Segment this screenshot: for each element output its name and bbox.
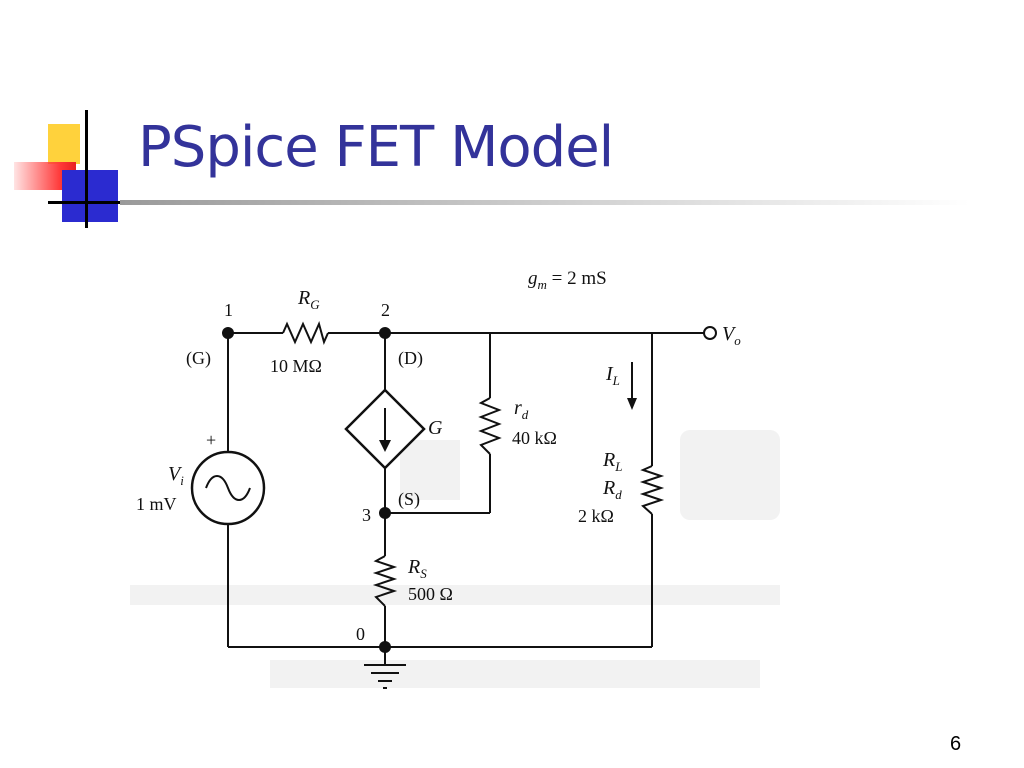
page-number: 6 xyxy=(950,733,962,755)
node-label-3: 3 xyxy=(362,505,371,525)
rs-label: RS xyxy=(407,556,427,581)
scan-ghost xyxy=(130,430,780,688)
node-dot-3 xyxy=(379,507,391,519)
source-plus-sign: + xyxy=(206,430,216,450)
resistor-rs xyxy=(372,555,398,607)
resistor-rg xyxy=(282,321,329,345)
rd-value: 40 kΩ xyxy=(512,428,557,448)
title-decoration-horizontal-line xyxy=(48,201,128,204)
title-underline xyxy=(120,200,970,205)
il-label: IL xyxy=(605,363,620,388)
source-terminal-label: (S) xyxy=(398,489,420,510)
resistor-rd xyxy=(478,397,502,455)
rd-label: rd xyxy=(514,397,529,422)
vo-label: Vo xyxy=(722,323,741,348)
title-decoration-vertical-line xyxy=(85,110,88,228)
rg-label: RG xyxy=(297,287,320,312)
resistor-rl xyxy=(639,465,665,515)
rl-alt-label: Rd xyxy=(602,477,622,502)
node-dot-2 xyxy=(379,327,391,339)
gm-label: gm = 2 mS xyxy=(528,268,607,292)
rl-label: RL xyxy=(602,449,622,474)
load-current-arrow xyxy=(627,362,637,410)
title-decoration-blue-square xyxy=(62,170,118,222)
rs-value: 500 Ω xyxy=(408,584,453,604)
rg-value: 10 MΩ xyxy=(270,356,322,376)
node-label-2: 2 xyxy=(381,300,390,320)
node-dot-0 xyxy=(379,641,391,653)
node-label-1: 1 xyxy=(224,300,233,320)
vi-label: Vi xyxy=(168,463,184,488)
ac-voltage-source xyxy=(190,450,266,526)
dependent-source-label: G xyxy=(428,417,443,439)
dependent-current-source xyxy=(344,388,426,470)
circuit-nodes xyxy=(222,326,717,653)
output-terminal xyxy=(703,326,717,340)
title-decoration-yellow-square xyxy=(48,124,80,164)
node-label-0: 0 xyxy=(356,624,365,644)
node-dot-1 xyxy=(222,327,234,339)
gate-label: (G) xyxy=(186,348,211,369)
rl-value: 2 kΩ xyxy=(578,506,614,526)
drain-label: (D) xyxy=(398,348,423,369)
circuit-wires xyxy=(227,332,705,665)
ground-symbol xyxy=(364,664,406,689)
slide-title: PSpice FET Model xyxy=(138,115,614,180)
vi-value: 1 mV xyxy=(136,494,177,514)
